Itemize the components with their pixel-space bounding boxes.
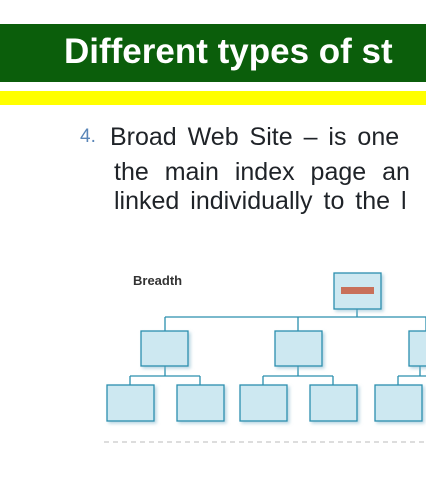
level2-node-2	[176, 384, 225, 422]
level2-node-5	[374, 384, 423, 422]
breadth-diagram-svg: Breadth	[104, 272, 426, 443]
diagram-connectors	[129, 309, 426, 385]
slide-title: Different types of st	[64, 32, 393, 71]
level2-node-1	[106, 384, 155, 422]
diagram-label: Breadth	[133, 273, 182, 288]
bullet-line-1: Broad Web Site – is one	[110, 123, 400, 151]
root-page-marker	[341, 287, 374, 294]
bullet-item: 4. Broad Web Site – is one the main inde…	[80, 123, 426, 223]
level2-node-4	[309, 384, 358, 422]
level1-node-3	[408, 330, 426, 367]
bullet-number: 4.	[80, 126, 96, 147]
root-page-node	[333, 272, 382, 310]
bullet-line-2: the main index page an	[114, 158, 410, 186]
breadth-site-diagram: Breadth	[0, 255, 426, 455]
level1-node-1	[140, 330, 189, 367]
slide-title-bar: Different types of st	[0, 24, 426, 82]
level2-node-3	[239, 384, 288, 422]
bullet-line-3: linked individually to the l	[114, 187, 407, 215]
level1-node-2	[274, 330, 323, 367]
title-accent-bar	[0, 91, 426, 105]
